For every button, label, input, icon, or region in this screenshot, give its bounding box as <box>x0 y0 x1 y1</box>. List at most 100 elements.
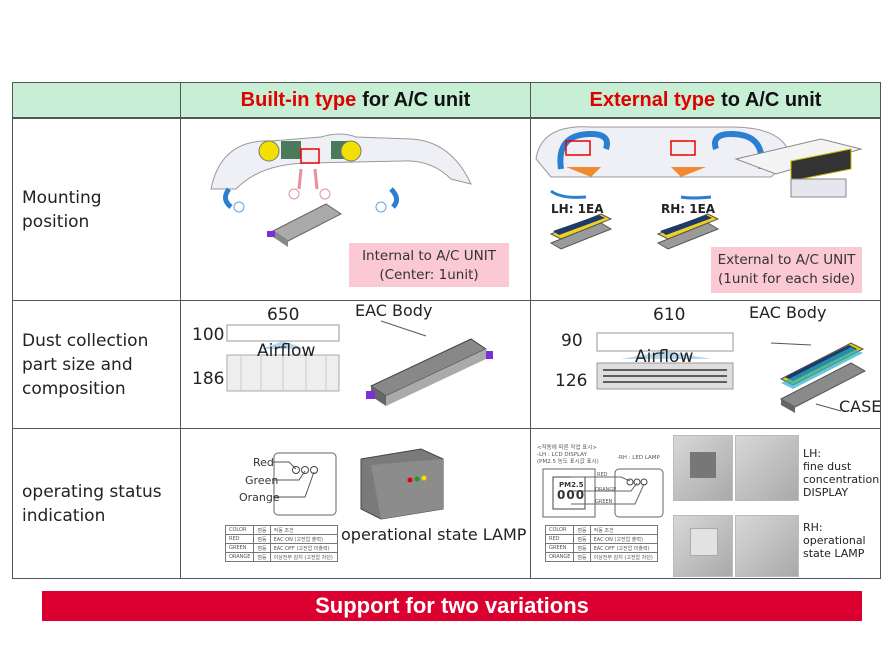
pm-display-digits: 000 <box>557 488 586 502</box>
row-label-dust-collection: Dust collection part size and compositio… <box>13 301 181 429</box>
table-cell: 점등 <box>573 525 591 535</box>
lh-installed-photo <box>735 435 799 501</box>
table-cell: 점등 <box>253 525 271 535</box>
wire-label-green: GREEN <box>595 499 613 505</box>
table-cell: RED <box>544 534 575 544</box>
caption-line: RH: <box>803 521 823 534</box>
bottom-height-dimension: 186 <box>192 369 225 389</box>
caption-line: (Center: 1unit) <box>379 267 479 283</box>
intake-arrow <box>313 168 319 190</box>
comparison-table: Built-in type for A/C unit External type… <box>12 82 881 579</box>
header-builtin-highlight: Built-in type <box>240 88 357 111</box>
led-panel-outline <box>614 468 664 518</box>
lh-caption: LH: fine dust concentration DISPLAY <box>803 447 879 499</box>
table-cell: 이상전부 감지 (고전압 차단) <box>269 552 338 562</box>
table-cell: EAC OFF (고전압 미출력) <box>269 543 338 553</box>
header-builtin-rest: for A/C unit <box>362 88 471 111</box>
rh-installed-photo <box>735 515 799 577</box>
caption-line: External to A/C UNIT <box>717 252 856 268</box>
external-lamp-diagram <box>542 468 664 518</box>
lamp-label-orange: Orange <box>239 491 280 504</box>
airflow-label: Airflow <box>257 341 316 361</box>
table-cell: 점등 <box>253 552 271 562</box>
note-line: -LH : LCD DISPLAY <box>537 452 587 458</box>
builtin-dimension-drawing <box>226 320 493 406</box>
airflow-arrow <box>550 189 587 199</box>
rh-lamp-photo <box>673 515 733 577</box>
airflow-indicator <box>261 341 306 349</box>
caption-line: state LAMP <box>803 547 865 560</box>
cell-builtin-mounting: Internal to A/C UNIT (Center: 1unit) <box>181 119 531 301</box>
rh-caption: RH: operational state LAMP <box>803 521 866 560</box>
header-empty-cell <box>13 83 181 119</box>
eac-unit-rh <box>656 213 720 250</box>
row-label-status: operating status indication <box>13 429 181 578</box>
case-illustration <box>779 362 867 413</box>
note-line: (PM2.5 농도 표시값 표시) <box>537 459 599 465</box>
lamp-panel-outline <box>273 452 337 516</box>
table-cell: GREEN <box>544 543 575 553</box>
external-diagram-notes: <작동에 따른 작업 표시> -LH : LCD DISPLAY (PM2.5 … <box>537 445 599 466</box>
eac-unit-lh <box>549 213 613 250</box>
eac-location-marker <box>670 140 696 156</box>
rh-unit-label: RH: 1EA <box>661 202 716 216</box>
table-cell: 점등 <box>253 534 271 544</box>
table-cell: EAC ON (고전압 출력) <box>269 534 338 544</box>
row-label-mounting: Mounting position <box>13 119 181 301</box>
row-label-text: operating status indication <box>22 481 162 526</box>
builtin-lamp-diagram <box>273 448 444 520</box>
cell-external-size: 610 90 Airflow 126 EAC Body CASE <box>531 301 880 429</box>
wire-label-red: RED <box>597 472 608 478</box>
lamp-green <box>301 466 309 474</box>
lamp-label-red: Red <box>253 456 274 469</box>
row-label-text: Mounting position <box>22 187 102 232</box>
lamp-red <box>626 478 634 486</box>
table-cell: EAC ON (고전압 출력) <box>589 534 658 544</box>
cell-external-status: <작동에 따른 작업 표시> -LH : LCD DISPLAY (PM2.5 … <box>531 429 880 578</box>
caption-line: DISPLAY <box>803 486 849 499</box>
airflow-label: Airflow <box>635 347 694 367</box>
table-cell: 점등 <box>573 534 591 544</box>
table-cell: 이상전부 감지 (고전압 차단) <box>589 552 658 562</box>
caption-line: Internal to A/C UNIT <box>362 248 496 264</box>
lamp-orange <box>633 478 641 486</box>
table-cell: 작동 조건 <box>589 525 658 535</box>
eac-body-label: EAC Body <box>355 301 433 320</box>
duct-panel <box>281 141 301 159</box>
summary-banner: Support for two variations <box>42 591 862 621</box>
width-dimension: 610 <box>653 305 686 325</box>
wire-label-orange: ORANGE <box>595 487 617 493</box>
airflow-arrow <box>557 130 610 170</box>
lamp-red <box>292 466 300 474</box>
sad-face-icon <box>319 188 331 200</box>
eac-body-label: EAC Body <box>749 303 827 322</box>
top-height-dimension: 100 <box>192 325 225 345</box>
airflow-arrow <box>223 187 233 209</box>
external-ac-unit-illustration <box>535 126 863 250</box>
row-label-text: Dust collection part size and compositio… <box>22 330 149 399</box>
eac-location-marker <box>300 148 320 164</box>
note-line: <작동에 따른 작업 표시> <box>537 445 598 451</box>
table-cell: 점등 <box>573 552 591 562</box>
caption-line: (1unit for each side) <box>718 271 855 287</box>
lamp-caption: operational state LAMP <box>341 525 527 544</box>
eac-body-illustration <box>366 338 493 406</box>
airflow-arrow <box>389 187 399 209</box>
top-height-dimension: 90 <box>561 331 583 351</box>
happy-face-icon <box>233 201 245 213</box>
table-cell: EAC OFF (고전압 미출력) <box>589 543 658 553</box>
external-unit-3d <box>734 138 863 198</box>
caption-line: operational <box>803 534 866 547</box>
case-label: CASE <box>839 397 880 416</box>
airflow-indicator <box>621 351 711 359</box>
builtin-ac-unit-illustration <box>210 133 472 247</box>
blower-icon <box>340 140 362 162</box>
duct-piece <box>566 167 601 177</box>
